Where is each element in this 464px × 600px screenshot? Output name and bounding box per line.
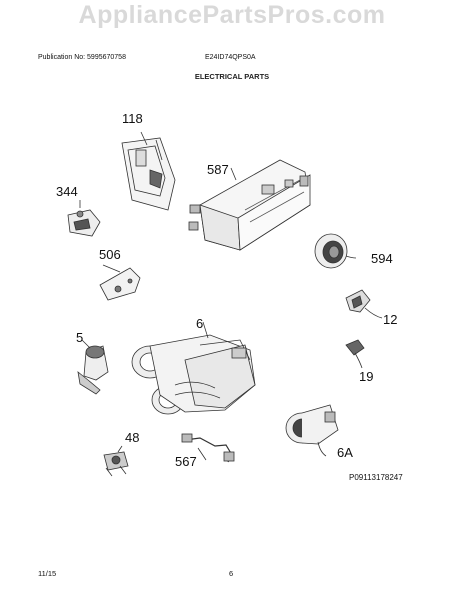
callout-344: 344 [56, 184, 78, 199]
callout-567: 567 [175, 454, 197, 469]
part-594-round-component[interactable] [314, 233, 357, 269]
part-48-sensor[interactable] [103, 445, 129, 477]
drawing-code: P09113178247 [349, 473, 403, 482]
callout-5: 5 [76, 330, 84, 345]
callout-12: 12 [383, 312, 398, 327]
part-6a-drain-pump[interactable] [285, 404, 339, 457]
callout-48: 48 [125, 430, 140, 445]
model-number: E24ID74QPS0A [205, 54, 256, 61]
callout-118: 118 [122, 111, 143, 126]
part-5-inlet-valve[interactable] [77, 339, 109, 395]
section-title: ELECTRICAL PARTS [194, 72, 270, 81]
callout-506: 506 [99, 247, 121, 262]
part-12-sensor[interactable] [345, 289, 383, 319]
part-344-sensor[interactable] [67, 200, 101, 237]
footer-page: 6 [229, 569, 234, 578]
part-118-control-bracket[interactable] [121, 131, 176, 211]
callout-19: 19 [359, 369, 374, 384]
callout-587: 587 [207, 162, 229, 177]
watermark: AppliancePartsPros.com [78, 1, 386, 29]
part-567-wire-harness[interactable] [181, 433, 235, 463]
part-19-small-part[interactable] [345, 339, 365, 369]
part-587-control-board[interactable] [188, 159, 311, 251]
callout-594: 594 [371, 251, 393, 266]
publication-number: Publication No: 5995670758 [38, 54, 126, 61]
callout-6a: 6A [337, 445, 353, 460]
part-6-pump-assembly[interactable] [131, 321, 256, 415]
footer-date: 11/15 [38, 569, 57, 578]
callout-6: 6 [196, 316, 204, 331]
part-506-switch[interactable] [99, 264, 141, 301]
